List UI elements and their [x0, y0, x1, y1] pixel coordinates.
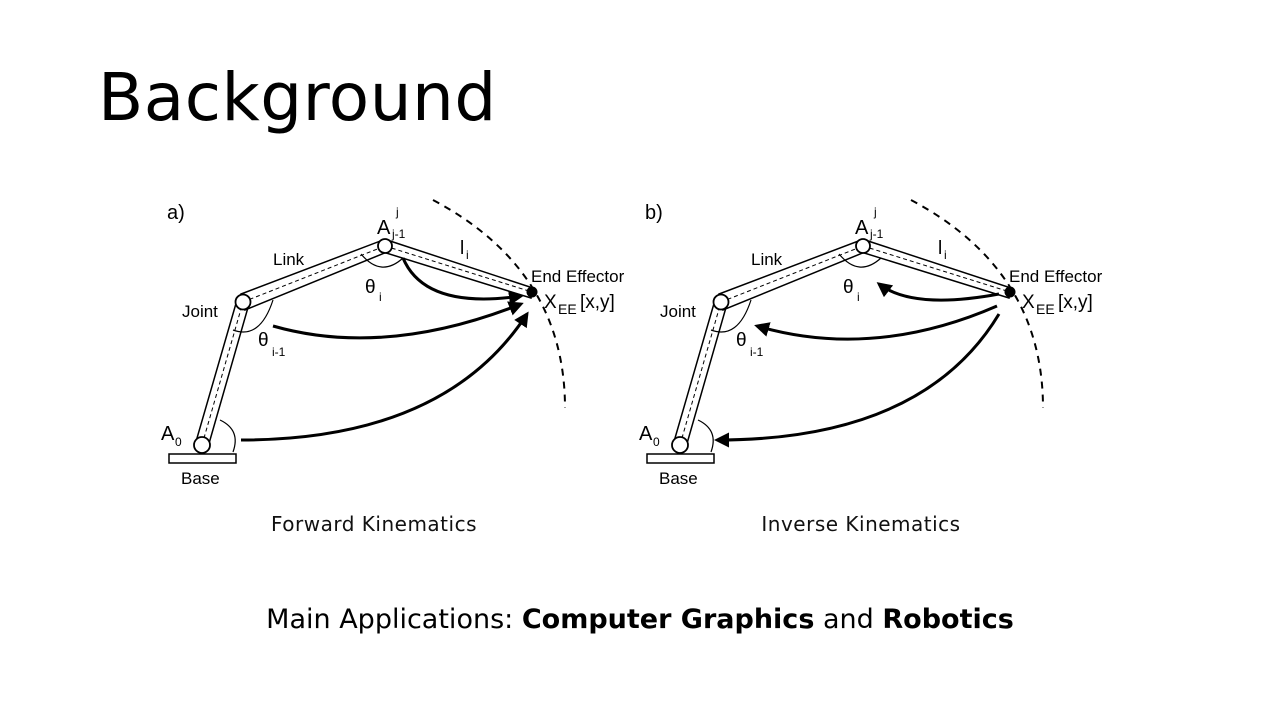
label-aj-sup: j — [873, 205, 877, 219]
label-xee-sub: EE — [1036, 301, 1055, 317]
label-joint: Joint — [182, 302, 218, 321]
label-xee-coords: [x,y] — [1058, 292, 1093, 313]
label-xee-sub: EE — [558, 301, 577, 317]
arrow-theta-i1 — [272, 301, 524, 340]
label-xee: X — [544, 292, 557, 313]
joint — [712, 293, 730, 311]
label-theta-i1: θ — [258, 330, 269, 351]
base-joint — [671, 436, 689, 454]
base-plate — [168, 453, 237, 464]
label-a0: A — [161, 423, 175, 445]
label-li-sub: i — [944, 248, 947, 262]
label-link: Link — [273, 250, 305, 269]
link-2-axis — [242, 245, 386, 303]
base-joint — [193, 436, 211, 454]
label-theta-i: θ — [843, 277, 854, 298]
end-effector-point — [526, 286, 538, 298]
label-aj-sub: j-1 — [391, 227, 406, 241]
caption-inverse-kinematics: Inverse Kinematics — [761, 512, 961, 536]
label-li-sub: i — [466, 248, 469, 262]
arrow-theta-i — [876, 282, 1000, 302]
joint-aj — [377, 238, 393, 254]
label-aj: A — [855, 217, 869, 239]
arrow-theta-i — [401, 257, 524, 306]
label-aj-sup: j — [395, 205, 399, 219]
link-3-axis — [384, 245, 533, 293]
label-a0: A — [639, 423, 653, 445]
label-li: l — [938, 238, 942, 259]
applications-line: Main Applications: Computer Graphics and… — [0, 604, 1280, 635]
link-1-axis — [679, 301, 722, 446]
application-robotics: Robotics — [882, 604, 1014, 635]
slide-title: Background — [98, 59, 497, 136]
angle-arc-theta-i1 — [710, 299, 752, 333]
label-theta-i1-sub: i-1 — [272, 345, 286, 359]
joint-aj — [855, 238, 871, 254]
label-link: Link — [751, 250, 783, 269]
arrow-base — [714, 313, 1001, 448]
arrow-theta-i1 — [754, 304, 998, 341]
link-1-axis — [201, 301, 244, 446]
label-base: Base — [659, 469, 698, 488]
link-1 — [194, 299, 250, 448]
inverse-kinematics-diagram: b) Link Joint Base A 0 A j j-1 l i θ i θ… — [633, 190, 1133, 495]
link-3 — [860, 239, 1012, 299]
label-aj-sub: j-1 — [869, 227, 884, 241]
label-a0-sub: 0 — [653, 435, 660, 449]
forward-kinematics-svg: a) Link Joint Base A 0 A j — [161, 199, 625, 488]
end-effector-point — [1004, 286, 1016, 298]
forward-kinematics-diagram: a) Link Joint Base A 0 A j — [155, 190, 655, 495]
inverse-kinematics-svg: b) Link Joint Base A 0 A j j-1 l i θ i θ… — [639, 199, 1103, 488]
base-plate — [646, 453, 715, 464]
label-aj: A — [377, 217, 391, 239]
link-2 — [240, 239, 388, 312]
panel-label: b) — [645, 202, 663, 224]
link-1 — [672, 299, 728, 448]
link-3-axis — [862, 245, 1011, 293]
link-3 — [382, 239, 534, 299]
label-a0-sub: 0 — [175, 435, 182, 449]
label-theta-i: θ — [365, 277, 376, 298]
label-li: l — [460, 238, 464, 259]
application-computer-graphics: Computer Graphics — [521, 604, 815, 635]
panel-label: a) — [167, 202, 185, 224]
label-theta-i-sub: i — [379, 290, 382, 304]
angle-arc-theta-i — [360, 253, 404, 268]
label-xee-coords: [x,y] — [580, 292, 615, 313]
applications-prefix: Main Applications: — [266, 604, 522, 635]
angle-arc-base — [219, 419, 236, 453]
arrow-base — [240, 311, 529, 442]
label-theta-i-sub: i — [857, 290, 860, 304]
joint — [234, 293, 252, 311]
label-xee: X — [1022, 292, 1035, 313]
angle-arc-theta-i1 — [232, 299, 274, 333]
angle-arc-base — [697, 419, 714, 453]
label-end-effector: End Effector — [531, 267, 625, 286]
label-base: Base — [181, 469, 220, 488]
caption-forward-kinematics: Forward Kinematics — [271, 512, 477, 536]
label-theta-i1: θ — [736, 330, 747, 351]
link-2 — [718, 239, 866, 312]
applications-conjunction: and — [814, 604, 883, 635]
label-joint: Joint — [660, 302, 696, 321]
label-end-effector: End Effector — [1009, 267, 1103, 286]
angle-arc-theta-i — [838, 253, 882, 268]
link-2-axis — [720, 245, 864, 303]
label-theta-i1-sub: i-1 — [750, 345, 764, 359]
